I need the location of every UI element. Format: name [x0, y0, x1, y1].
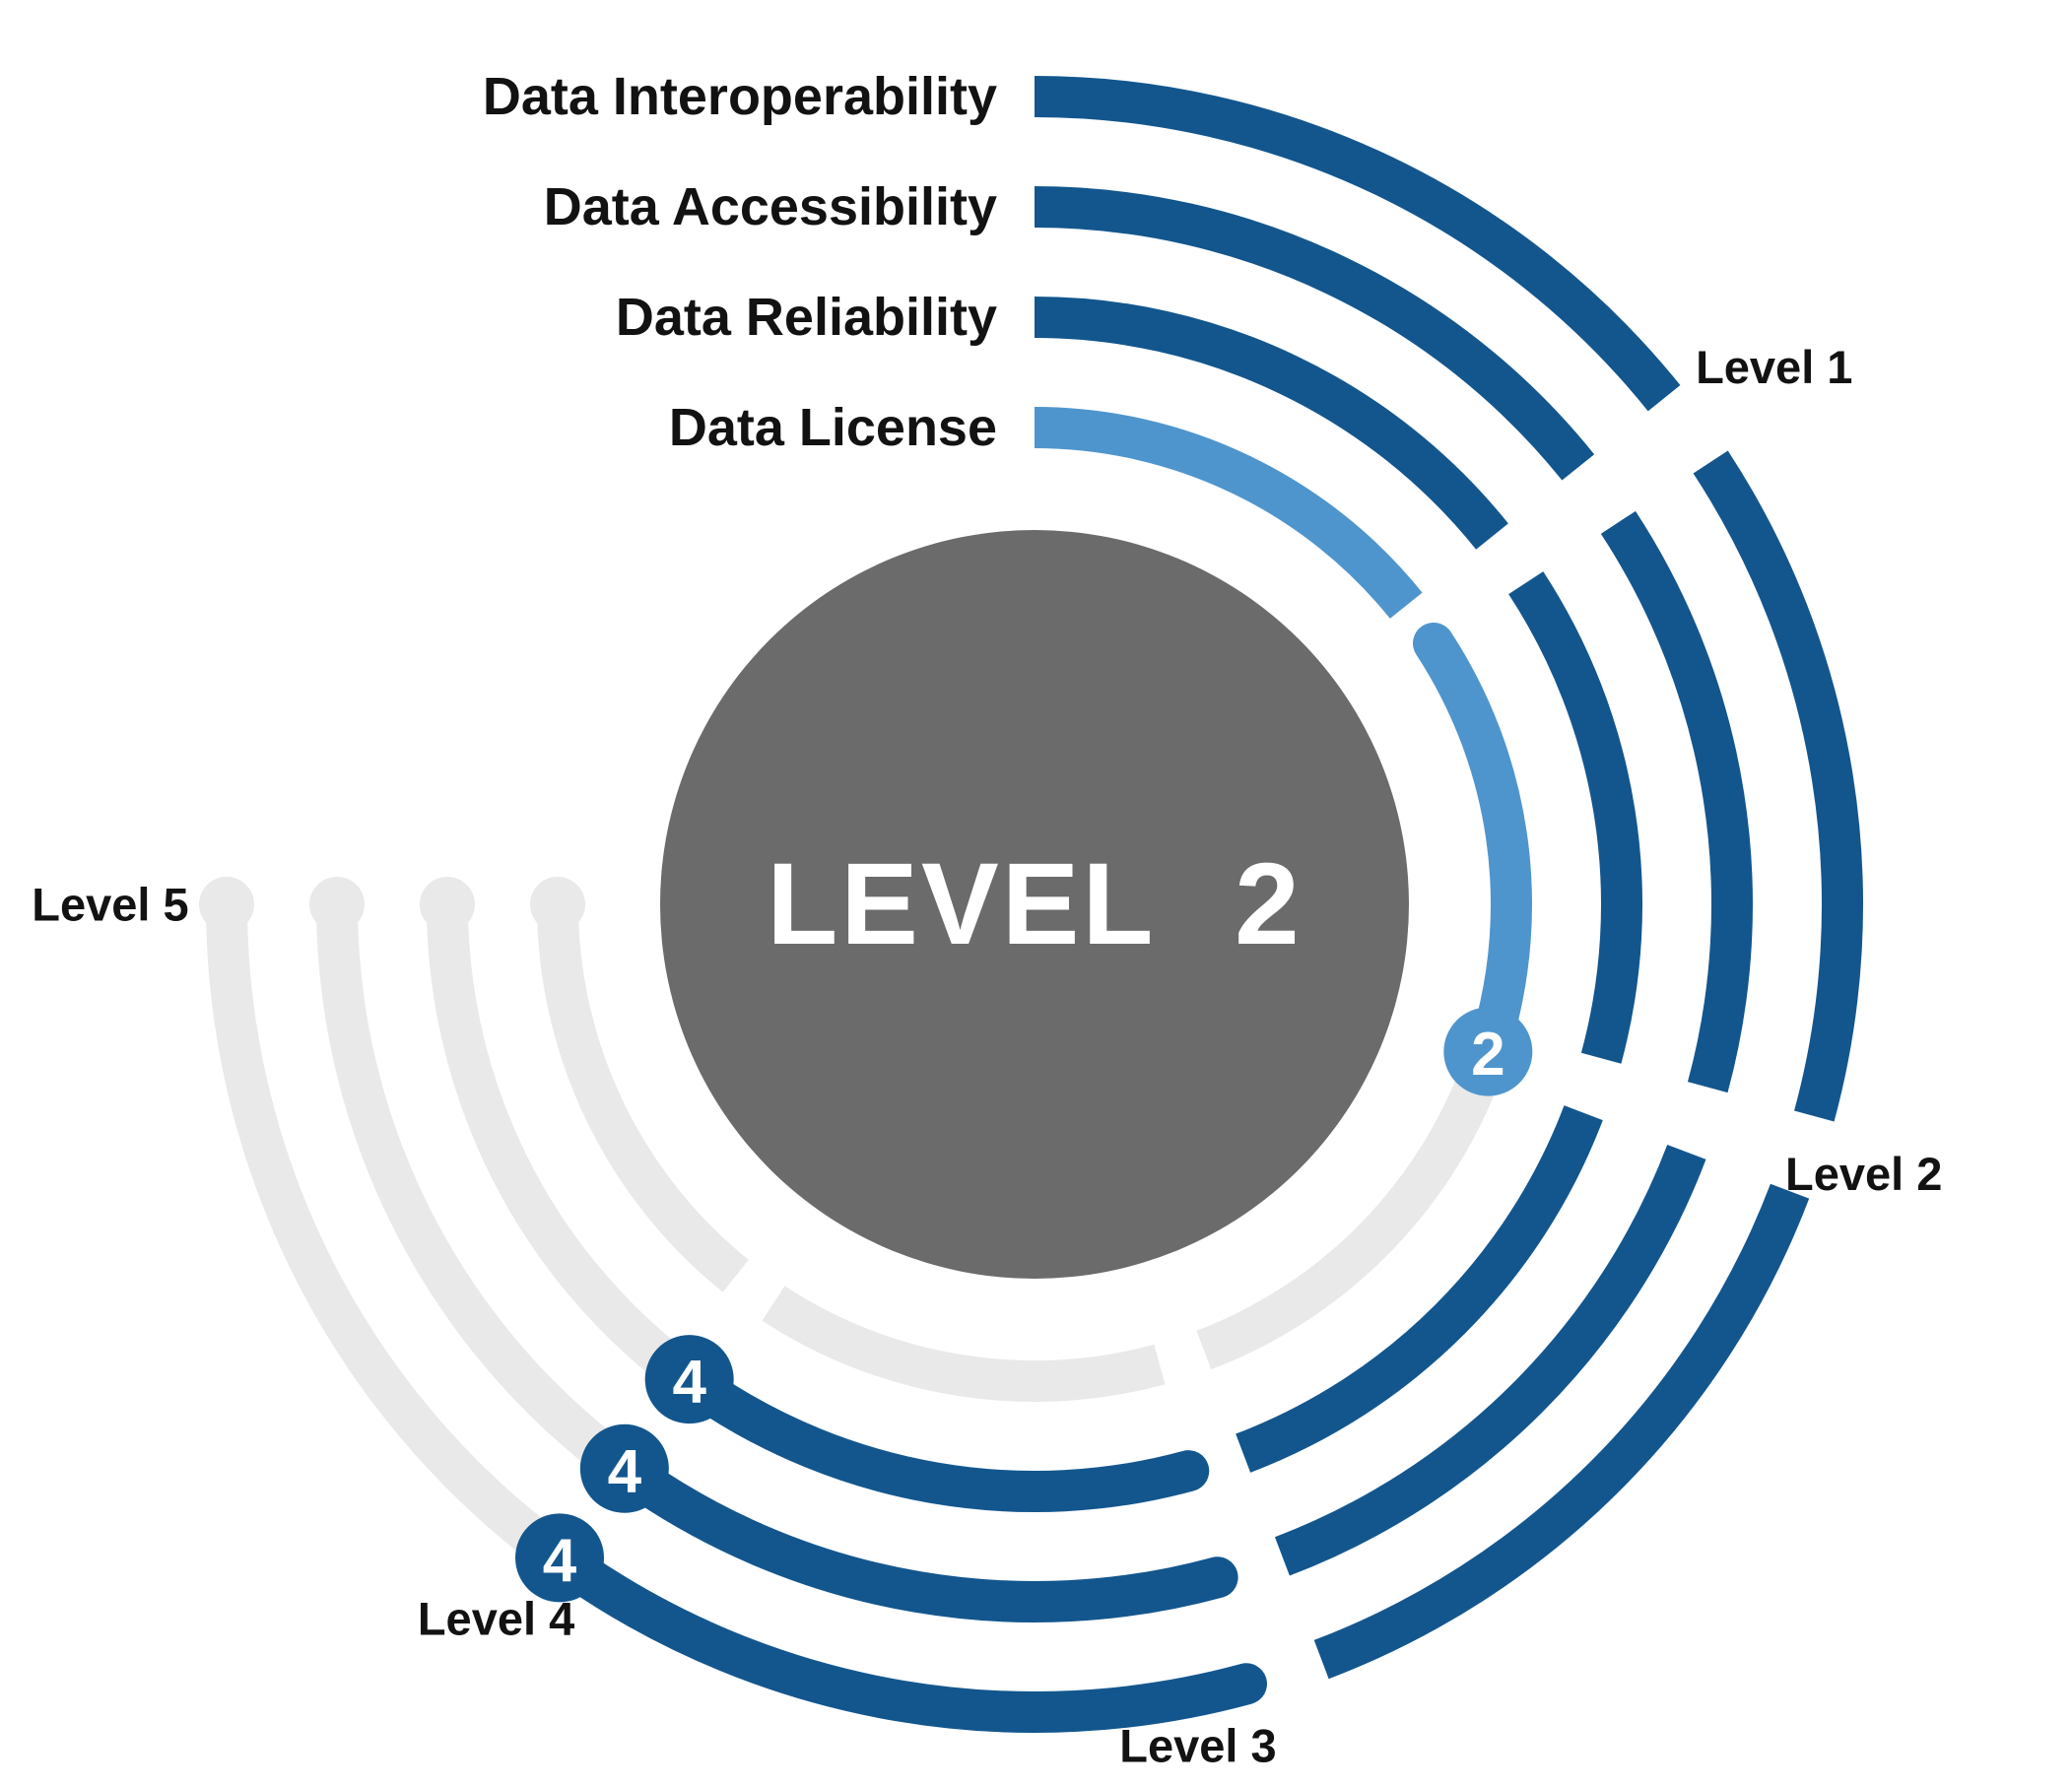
track-end-dot [530, 877, 585, 932]
ring-arc-segment [1313, 1183, 1810, 1680]
ring-track-segment [427, 903, 694, 1390]
track-end-dot [309, 877, 365, 932]
ring-track-segment [206, 903, 562, 1566]
ring-label: Data Accessibility [544, 177, 997, 236]
ring-arc-segment [1600, 510, 1753, 1093]
track-end-dot [420, 877, 475, 932]
ring-arc-segment [681, 1367, 1210, 1512]
badge-value: 4 [543, 1527, 577, 1595]
badge-value: 4 [672, 1349, 706, 1417]
ring-label: Data Reliability [616, 288, 997, 347]
badge-value: 4 [608, 1437, 642, 1505]
ring-arc-segment [618, 1458, 1238, 1622]
level-badge [644, 1335, 734, 1424]
track-end-dot [199, 877, 254, 932]
remaining-tracks-layer [199, 877, 1505, 1566]
level-label: Level 3 [1119, 1720, 1276, 1772]
ring-track-segment [762, 1286, 1166, 1402]
ring-track-segment [1196, 1052, 1505, 1370]
level-badge [579, 1423, 669, 1513]
ring-label: Data License [669, 398, 997, 457]
level-label: Level 5 [32, 879, 188, 931]
level-label: Level 1 [1696, 341, 1852, 393]
ring-arc-segment [1693, 450, 1863, 1122]
level-badge [1443, 1007, 1533, 1096]
ring-arc-segment [1034, 186, 1595, 481]
ring-arc-segment [1508, 571, 1642, 1064]
ring-arc-segment [1236, 1105, 1603, 1473]
achieved-arcs-layer [556, 76, 1863, 1733]
level-badge [515, 1513, 605, 1603]
badge-value: 2 [1471, 1021, 1504, 1089]
ring-arc-segment [1034, 297, 1508, 550]
ring-track-segment [537, 903, 749, 1292]
level-labels-layer: Level 1 Level 2 Level 3 Level 4 Level 5 [32, 341, 1942, 1771]
ring-arc-segment [556, 1549, 1267, 1733]
ring-arc-segment [1412, 622, 1532, 1061]
ring-label: Data Interoperability [483, 67, 997, 126]
ring-track-segment [316, 903, 628, 1479]
center-circle [660, 530, 1409, 1279]
center-level-text: LEVEL 2 [767, 839, 1303, 969]
ring-arc-segment [1034, 76, 1681, 412]
level-label: Level 2 [1785, 1148, 1942, 1200]
level-label: Level 4 [418, 1593, 574, 1645]
ring-arc-segment [1034, 407, 1423, 619]
ring-arc-segment [1274, 1144, 1706, 1576]
